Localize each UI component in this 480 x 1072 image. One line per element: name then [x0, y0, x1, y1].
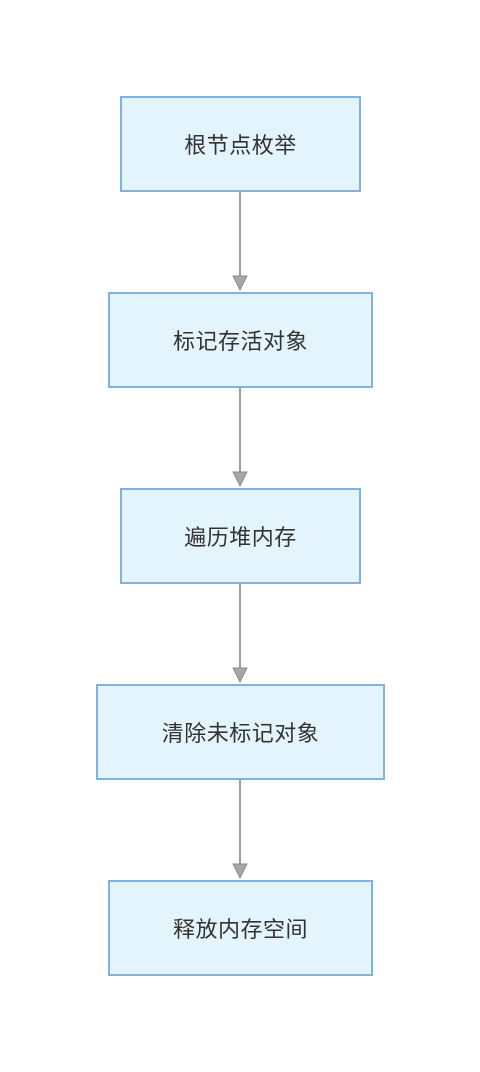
node-traverse-heap: 遍历堆内存 — [120, 488, 361, 584]
arrowhead-icon — [232, 667, 248, 684]
node-sweep-unmarked-objects: 清除未标记对象 — [96, 684, 385, 780]
arrowhead-icon — [232, 471, 248, 488]
edge-sweep-unmarked-to-free-space — [232, 780, 248, 880]
node-label: 清除未标记对象 — [161, 722, 320, 747]
node-label: 标记存活对象 — [172, 330, 308, 355]
arrowhead-icon — [232, 275, 248, 292]
node-label: 遍历堆内存 — [184, 526, 297, 551]
node-root-enumeration: 根节点枚举 — [120, 96, 361, 192]
edge-mark-live-to-traverse-heap — [232, 388, 248, 488]
node-free-memory-space: 释放内存空间 — [108, 880, 373, 976]
node-mark-live-objects: 标记存活对象 — [108, 292, 373, 388]
edge-traverse-heap-to-sweep-unmarked — [232, 584, 248, 684]
node-label: 释放内存空间 — [172, 918, 308, 943]
arrowhead-icon — [232, 863, 248, 880]
edge-root-enum-to-mark-live — [232, 192, 248, 292]
node-label: 根节点枚举 — [184, 134, 297, 159]
